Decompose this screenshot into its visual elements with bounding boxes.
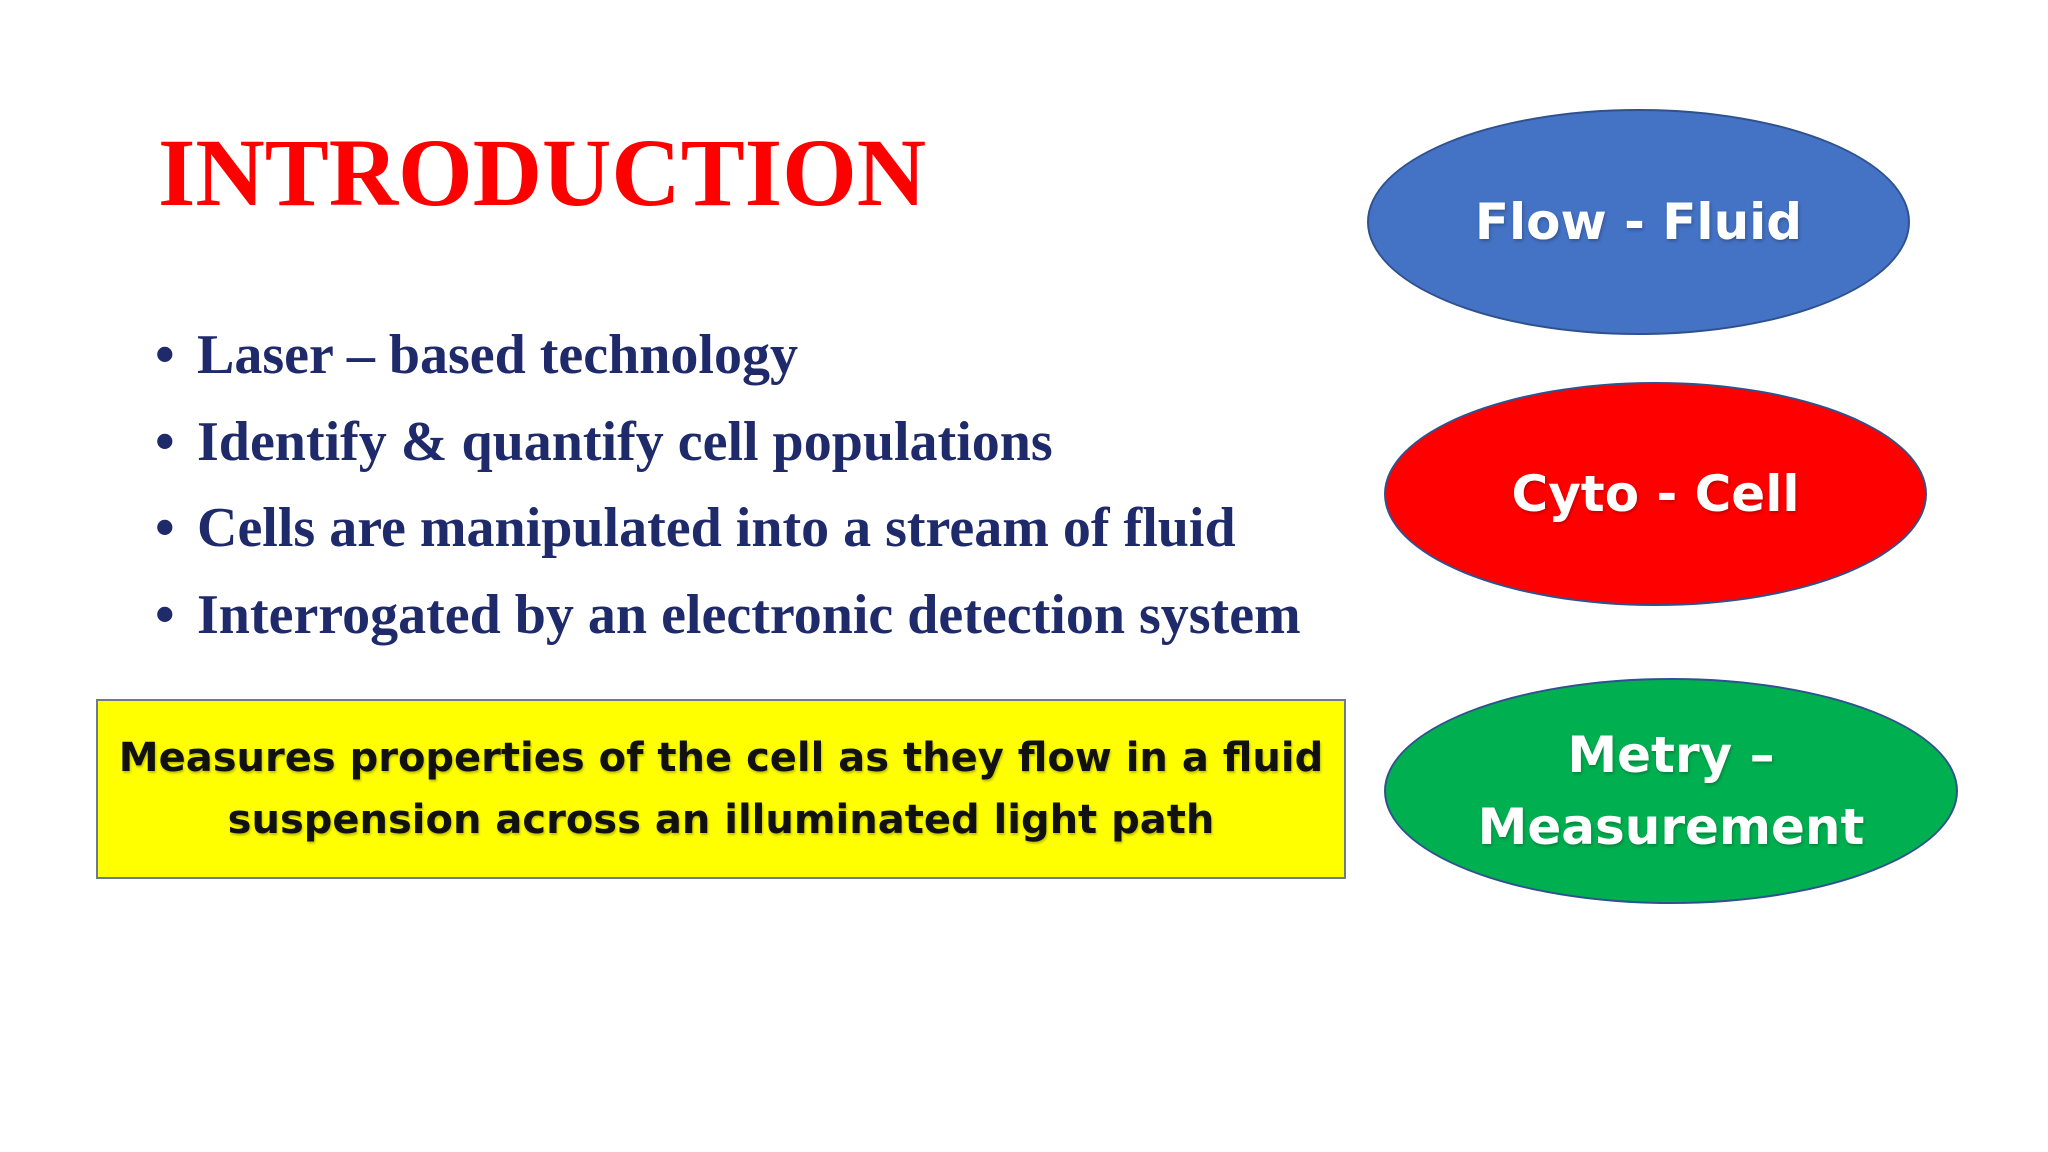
bullet-text: Laser – based technology: [197, 324, 798, 386]
bullet-item: • Laser – based technology: [155, 312, 1395, 399]
slide-title: INTRODUCTION: [158, 119, 927, 226]
oval-label: Metry – Measurement: [1477, 726, 1865, 856]
bullet-dot: •: [155, 324, 175, 386]
bullet-text: Cells are manipulated into a stream of f…: [197, 497, 1236, 559]
bullet-dot: •: [155, 410, 175, 473]
oval-flow-fluid: Flow - Fluid: [1367, 109, 1910, 335]
oval-cyto-cell: Cyto - Cell: [1384, 382, 1927, 606]
definition-callout-box: Measures properties of the cell as they …: [96, 699, 1346, 879]
bullet-list: • Laser – based technology • Identify & qu…: [155, 312, 1395, 658]
oval-metry-measurement: Metry – Measurement: [1384, 678, 1958, 904]
oval-label: Flow - Fluid: [1474, 193, 1803, 251]
bullet-dot: •: [155, 497, 175, 559]
callout-text: Measures properties of the cell as they …: [118, 735, 1324, 843]
bullet-item: • Identify & quantify cell populations: [155, 399, 1395, 486]
bullet-text: Identify & quantify cell populations: [197, 410, 1053, 473]
bullet-dot: •: [155, 583, 175, 646]
bullet-text: Interrogated by an electronic detection …: [197, 583, 1301, 646]
bullet-item: • Cells are manipulated into a stream of …: [155, 485, 1395, 572]
oval-label: Cyto - Cell: [1511, 465, 1800, 523]
bullet-item: • Interrogated by an electronic detection…: [155, 572, 1395, 659]
